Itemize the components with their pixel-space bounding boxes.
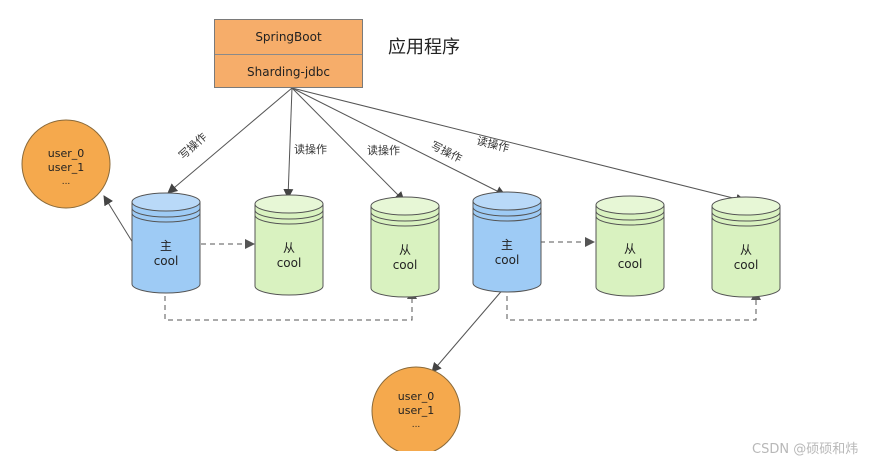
cylinder-ring — [131, 212, 201, 223]
table-circle — [371, 366, 461, 451]
cylinder-body — [472, 200, 542, 293]
application-caption: 应用程序 — [388, 37, 460, 58]
cylinder-ring — [131, 207, 201, 218]
database-name-label: cool — [393, 258, 418, 272]
master2-to-table-arrow — [431, 286, 506, 373]
replication-arrow-2 — [164, 287, 417, 321]
cylinder-top — [472, 191, 542, 211]
edge-label-write-2: 写操作 — [429, 138, 465, 165]
cylinder-ring — [711, 211, 781, 222]
table-node-1: user_0 user_1 ... — [21, 119, 111, 209]
replication-arrow-4 — [506, 287, 761, 321]
edge-label-read-1: 读操作 — [294, 142, 327, 156]
master1-to-table-arrow — [103, 195, 134, 244]
table-line: ... — [412, 420, 421, 430]
edge-label-read-3: 读操作 — [475, 133, 510, 155]
edge-write-2 — [291, 87, 506, 196]
database-name-label: cool — [495, 253, 520, 267]
database-role-label: 主 — [160, 239, 172, 253]
app-edges — [167, 87, 746, 204]
database-role-label: 主 — [501, 238, 513, 252]
database-role-label: 从 — [740, 243, 752, 257]
database-name-label: cool — [734, 258, 759, 272]
cylinder-top — [254, 194, 324, 214]
cylinder-body — [131, 201, 201, 294]
cylinder-ring — [595, 210, 665, 221]
database-name-label: cool — [618, 257, 643, 271]
cylinder-ring — [472, 211, 542, 222]
table-line: user_1 — [48, 161, 85, 174]
cylinder-top — [595, 195, 665, 215]
cylinder-body — [595, 204, 665, 297]
table-line: ... — [62, 177, 71, 187]
table-line: user_1 — [398, 404, 435, 417]
cylinder-ring — [254, 209, 324, 220]
cylinder-body — [254, 203, 324, 296]
cylinder-ring — [254, 214, 324, 225]
edge-label-write-1: 写操作 — [176, 130, 210, 162]
edge-read-2 — [291, 87, 405, 202]
cylinder-body — [711, 205, 781, 298]
edge-write-1 — [167, 87, 293, 194]
edge-read-1 — [283, 87, 294, 199]
application-box: SpringBoot Sharding-jdbc — [214, 19, 363, 88]
cylinder-body — [370, 205, 440, 298]
database-role-label: 从 — [283, 241, 295, 255]
table-circle — [21, 119, 111, 209]
replication-links — [164, 237, 761, 321]
app-middleware-label: Sharding-jdbc — [215, 54, 362, 89]
cylinder-top — [131, 192, 201, 212]
edge-read-3 — [291, 87, 746, 204]
database-role-label: 从 — [399, 243, 411, 257]
cylinder-top — [711, 196, 781, 216]
cylinder-ring — [595, 215, 665, 226]
cylinder-ring — [472, 206, 542, 217]
watermark: CSDN @硕硕和炜 — [752, 442, 859, 457]
database-name-label: cool — [154, 254, 179, 268]
cylinder-ring — [370, 216, 440, 227]
edge-label-read-2: 读操作 — [367, 143, 400, 157]
database-name-label: cool — [277, 256, 302, 270]
cylinder-ring — [711, 216, 781, 227]
table-line: user_0 — [48, 147, 85, 160]
app-framework-label: SpringBoot — [255, 30, 322, 44]
cylinder-ring — [370, 211, 440, 222]
database-role-label: 从 — [624, 242, 636, 256]
table-node-2: user_0 user_1 ... — [371, 366, 461, 451]
cylinder-top — [370, 196, 440, 216]
table-line: user_0 — [398, 390, 435, 403]
